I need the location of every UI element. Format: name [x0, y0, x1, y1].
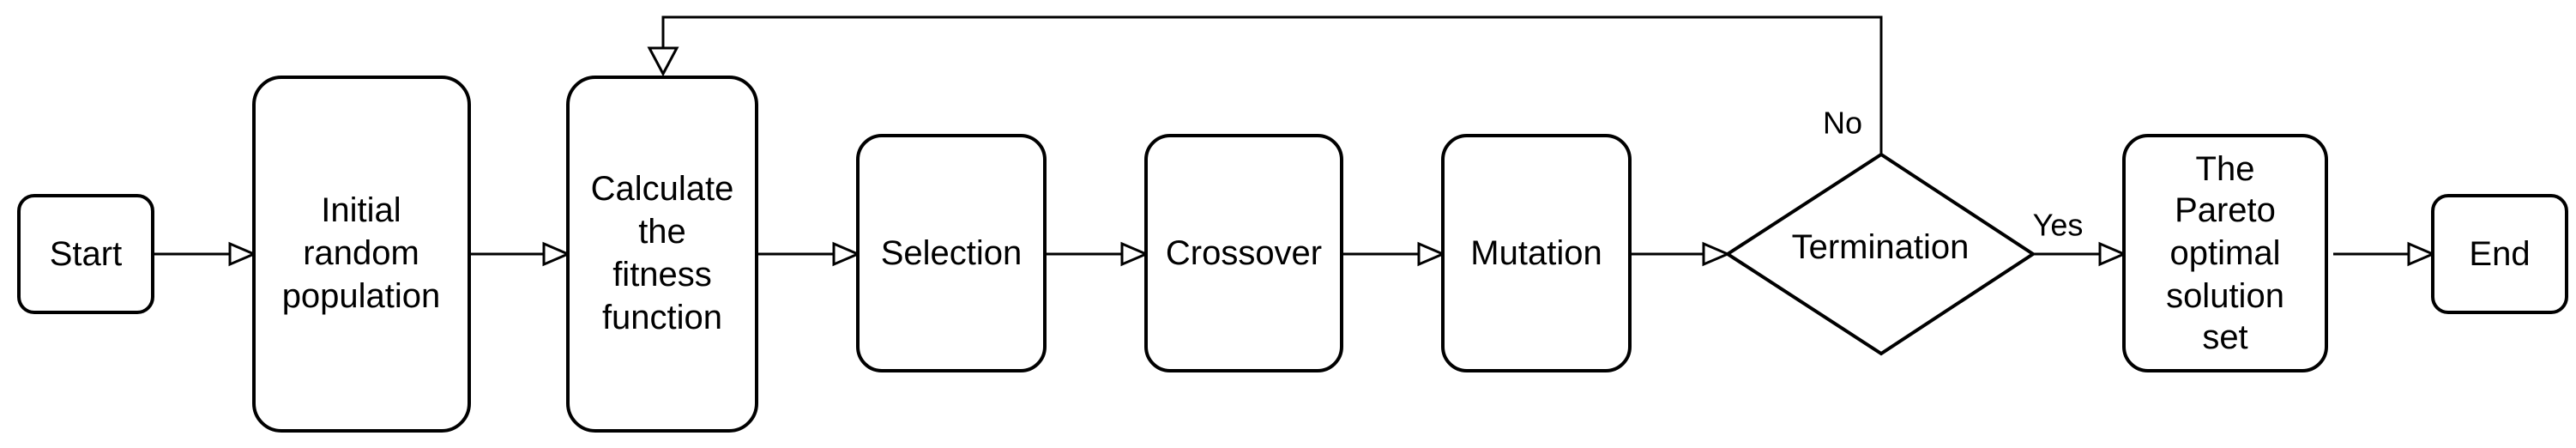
node-end: End [2431, 194, 2568, 314]
arrowhead-initial [228, 241, 257, 267]
pareto-set-box [2122, 134, 2328, 372]
end-label: End [2469, 235, 2530, 273]
pareto-set-label-1: The [2196, 150, 2255, 188]
arrowhead-mutation [1417, 241, 1446, 267]
node-mutation: Mutation [1441, 134, 1632, 372]
selection-label: Selection [881, 234, 1023, 272]
end-box [2431, 194, 2568, 314]
fitness-function-label-1: Calculate [591, 170, 734, 208]
edge-termination-feedback-loop [661, 15, 1883, 154]
pareto-set-label-2: Pareto [2175, 191, 2276, 229]
arrowhead-selection [832, 241, 861, 267]
fitness-function-label-3: fitness [612, 256, 712, 294]
node-fitness-function: Calculate the fitness function [566, 76, 758, 433]
start-box [17, 194, 154, 314]
arrowhead-end [2407, 241, 2436, 267]
arrowhead-fitness [542, 241, 571, 267]
selection-box [856, 134, 1047, 372]
initial-population-label-2: random [303, 234, 419, 272]
edges [153, 15, 2436, 267]
arrowhead-pareto [2098, 241, 2127, 267]
arrowhead-termination [1702, 241, 1731, 267]
node-selection: Selection [856, 134, 1047, 372]
initial-population-box [252, 76, 471, 433]
pareto-set-label-5: set [2202, 318, 2247, 356]
node-pareto-set: The Pareto optimal solution set [2122, 134, 2328, 372]
node-start: Start [17, 194, 154, 314]
edge-label-yes: Yes [2033, 208, 2084, 243]
initial-population-label-3: population [282, 277, 441, 315]
arrowhead-feedback-fitness [647, 46, 679, 77]
mutation-box [1441, 134, 1632, 372]
termination-diamond [1724, 152, 2036, 356]
node-termination: Termination [1724, 152, 2036, 356]
fitness-function-box [566, 76, 758, 433]
fitness-function-label-2: the [638, 213, 686, 251]
crossover-box [1144, 134, 1343, 372]
mutation-label: Mutation [1470, 234, 1602, 272]
edge-label-no: No [1823, 106, 1862, 141]
node-initial-population: Initial random population [252, 76, 471, 433]
fitness-function-label-4: function [602, 299, 722, 336]
crossover-label: Crossover [1166, 234, 1322, 272]
pareto-set-label-4: solution [2166, 277, 2284, 315]
initial-population-label-1: Initial [321, 191, 401, 229]
start-label: Start [50, 235, 122, 273]
node-crossover: Crossover [1144, 134, 1343, 372]
arrowhead-crossover [1120, 241, 1149, 267]
pareto-set-label-3: optimal [2170, 234, 2281, 272]
termination-label: Termination [1792, 228, 1970, 266]
